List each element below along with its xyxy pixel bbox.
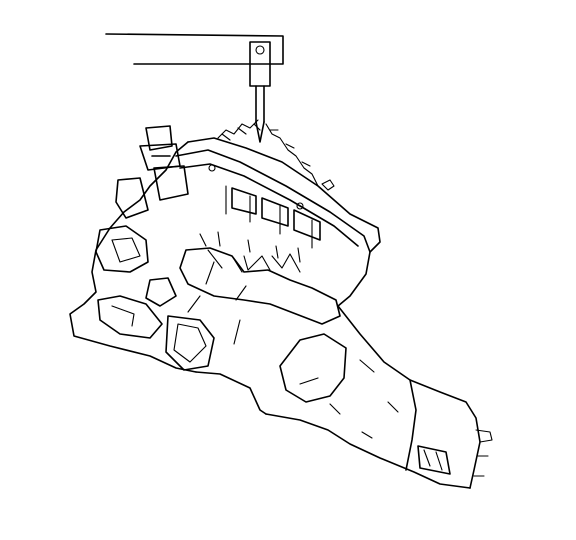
throttle-body <box>115 125 189 219</box>
cylinder-head <box>175 149 371 253</box>
hoist-bracket <box>105 33 284 143</box>
engine-block <box>69 137 381 415</box>
exhaust-manifold <box>179 231 341 325</box>
engine-accessories <box>95 225 241 371</box>
lifting-chain <box>217 119 335 191</box>
transmission <box>265 305 493 489</box>
